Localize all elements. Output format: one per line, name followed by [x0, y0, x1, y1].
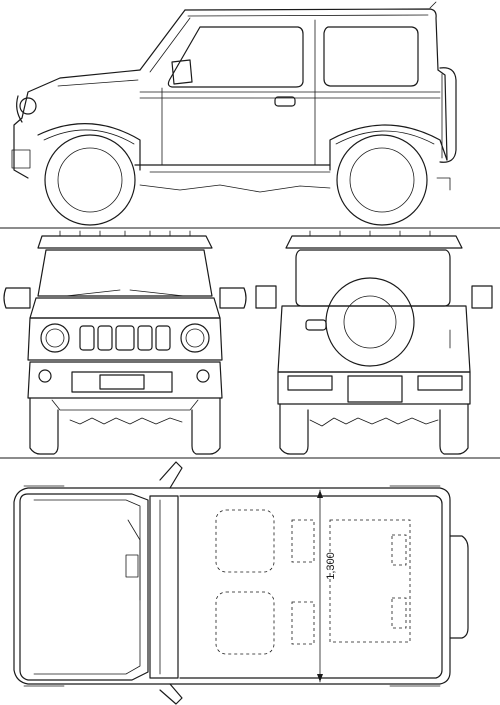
rear-view: [255, 230, 493, 455]
side-view: [11, 1, 457, 226]
dimension-label: 1,300: [325, 552, 337, 580]
front-view: [3, 230, 247, 455]
top-view: [13, 461, 469, 705]
